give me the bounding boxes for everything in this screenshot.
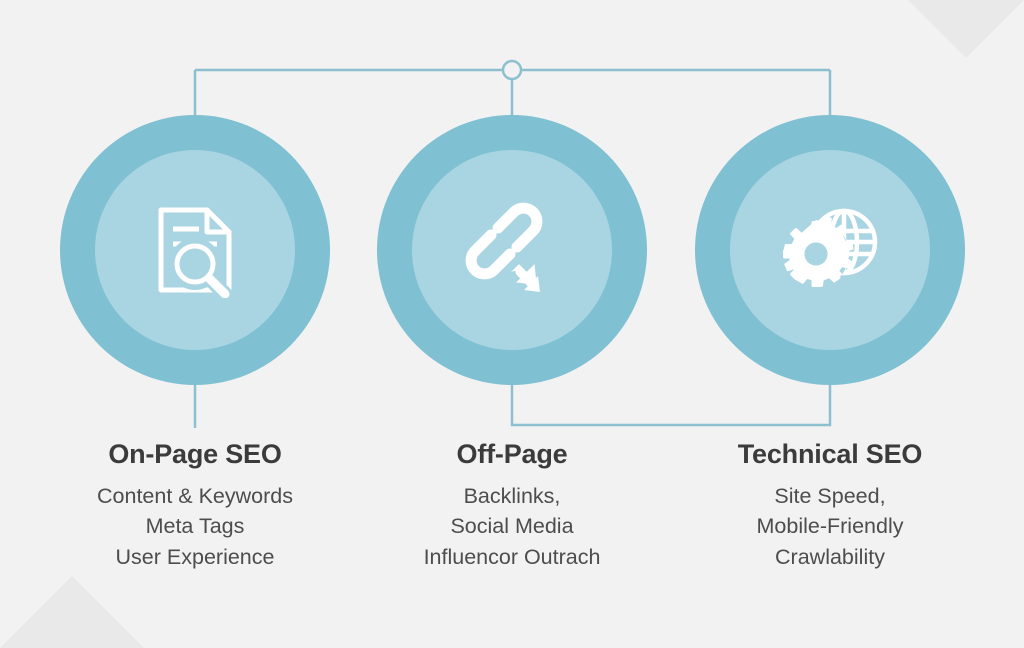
column-line: Influencor Outrach <box>423 544 601 569</box>
document-search-icon <box>143 198 247 302</box>
column-title: Technical SEO <box>737 439 923 469</box>
text-block-on-page-seo: On-Page SEO Content & Keywords Meta Tags… <box>30 439 360 573</box>
column-line: Social Media <box>450 514 574 539</box>
text-block-off-page: Off-Page Backlinks, Social Media Influen… <box>347 439 677 573</box>
node-inner-circle <box>730 150 930 350</box>
column-line: Site Speed, <box>774 483 886 508</box>
chain-link-arrow-icon <box>460 198 564 302</box>
hub-node-icon <box>501 59 523 81</box>
column-lines: Content & Keywords Meta Tags User Experi… <box>30 481 360 573</box>
column-lines: Site Speed, Mobile-Friendly Crawlability <box>665 481 995 573</box>
column-lines: Backlinks, Social Media Influencor Outra… <box>347 481 677 573</box>
node-circle-technical-seo[interactable] <box>695 115 965 385</box>
node-inner-circle <box>412 150 612 350</box>
column-title: On-Page SEO <box>108 439 282 469</box>
column-line: Mobile-Friendly <box>756 514 904 539</box>
column-line: User Experience <box>115 544 275 569</box>
node-inner-circle <box>95 150 295 350</box>
node-circle-off-page[interactable] <box>377 115 647 385</box>
node-circle-on-page-seo[interactable] <box>60 115 330 385</box>
text-block-technical-seo: Technical SEO Site Speed, Mobile-Friendl… <box>665 439 995 573</box>
column-line: Meta Tags <box>145 514 245 539</box>
column-line: Backlinks, <box>463 483 561 508</box>
column-line: Content & Keywords <box>97 483 293 508</box>
gear-globe-icon <box>778 198 882 302</box>
column-line: Crawlability <box>775 544 885 569</box>
column-title: Off-Page <box>456 439 568 469</box>
connector-segment <box>510 385 832 427</box>
